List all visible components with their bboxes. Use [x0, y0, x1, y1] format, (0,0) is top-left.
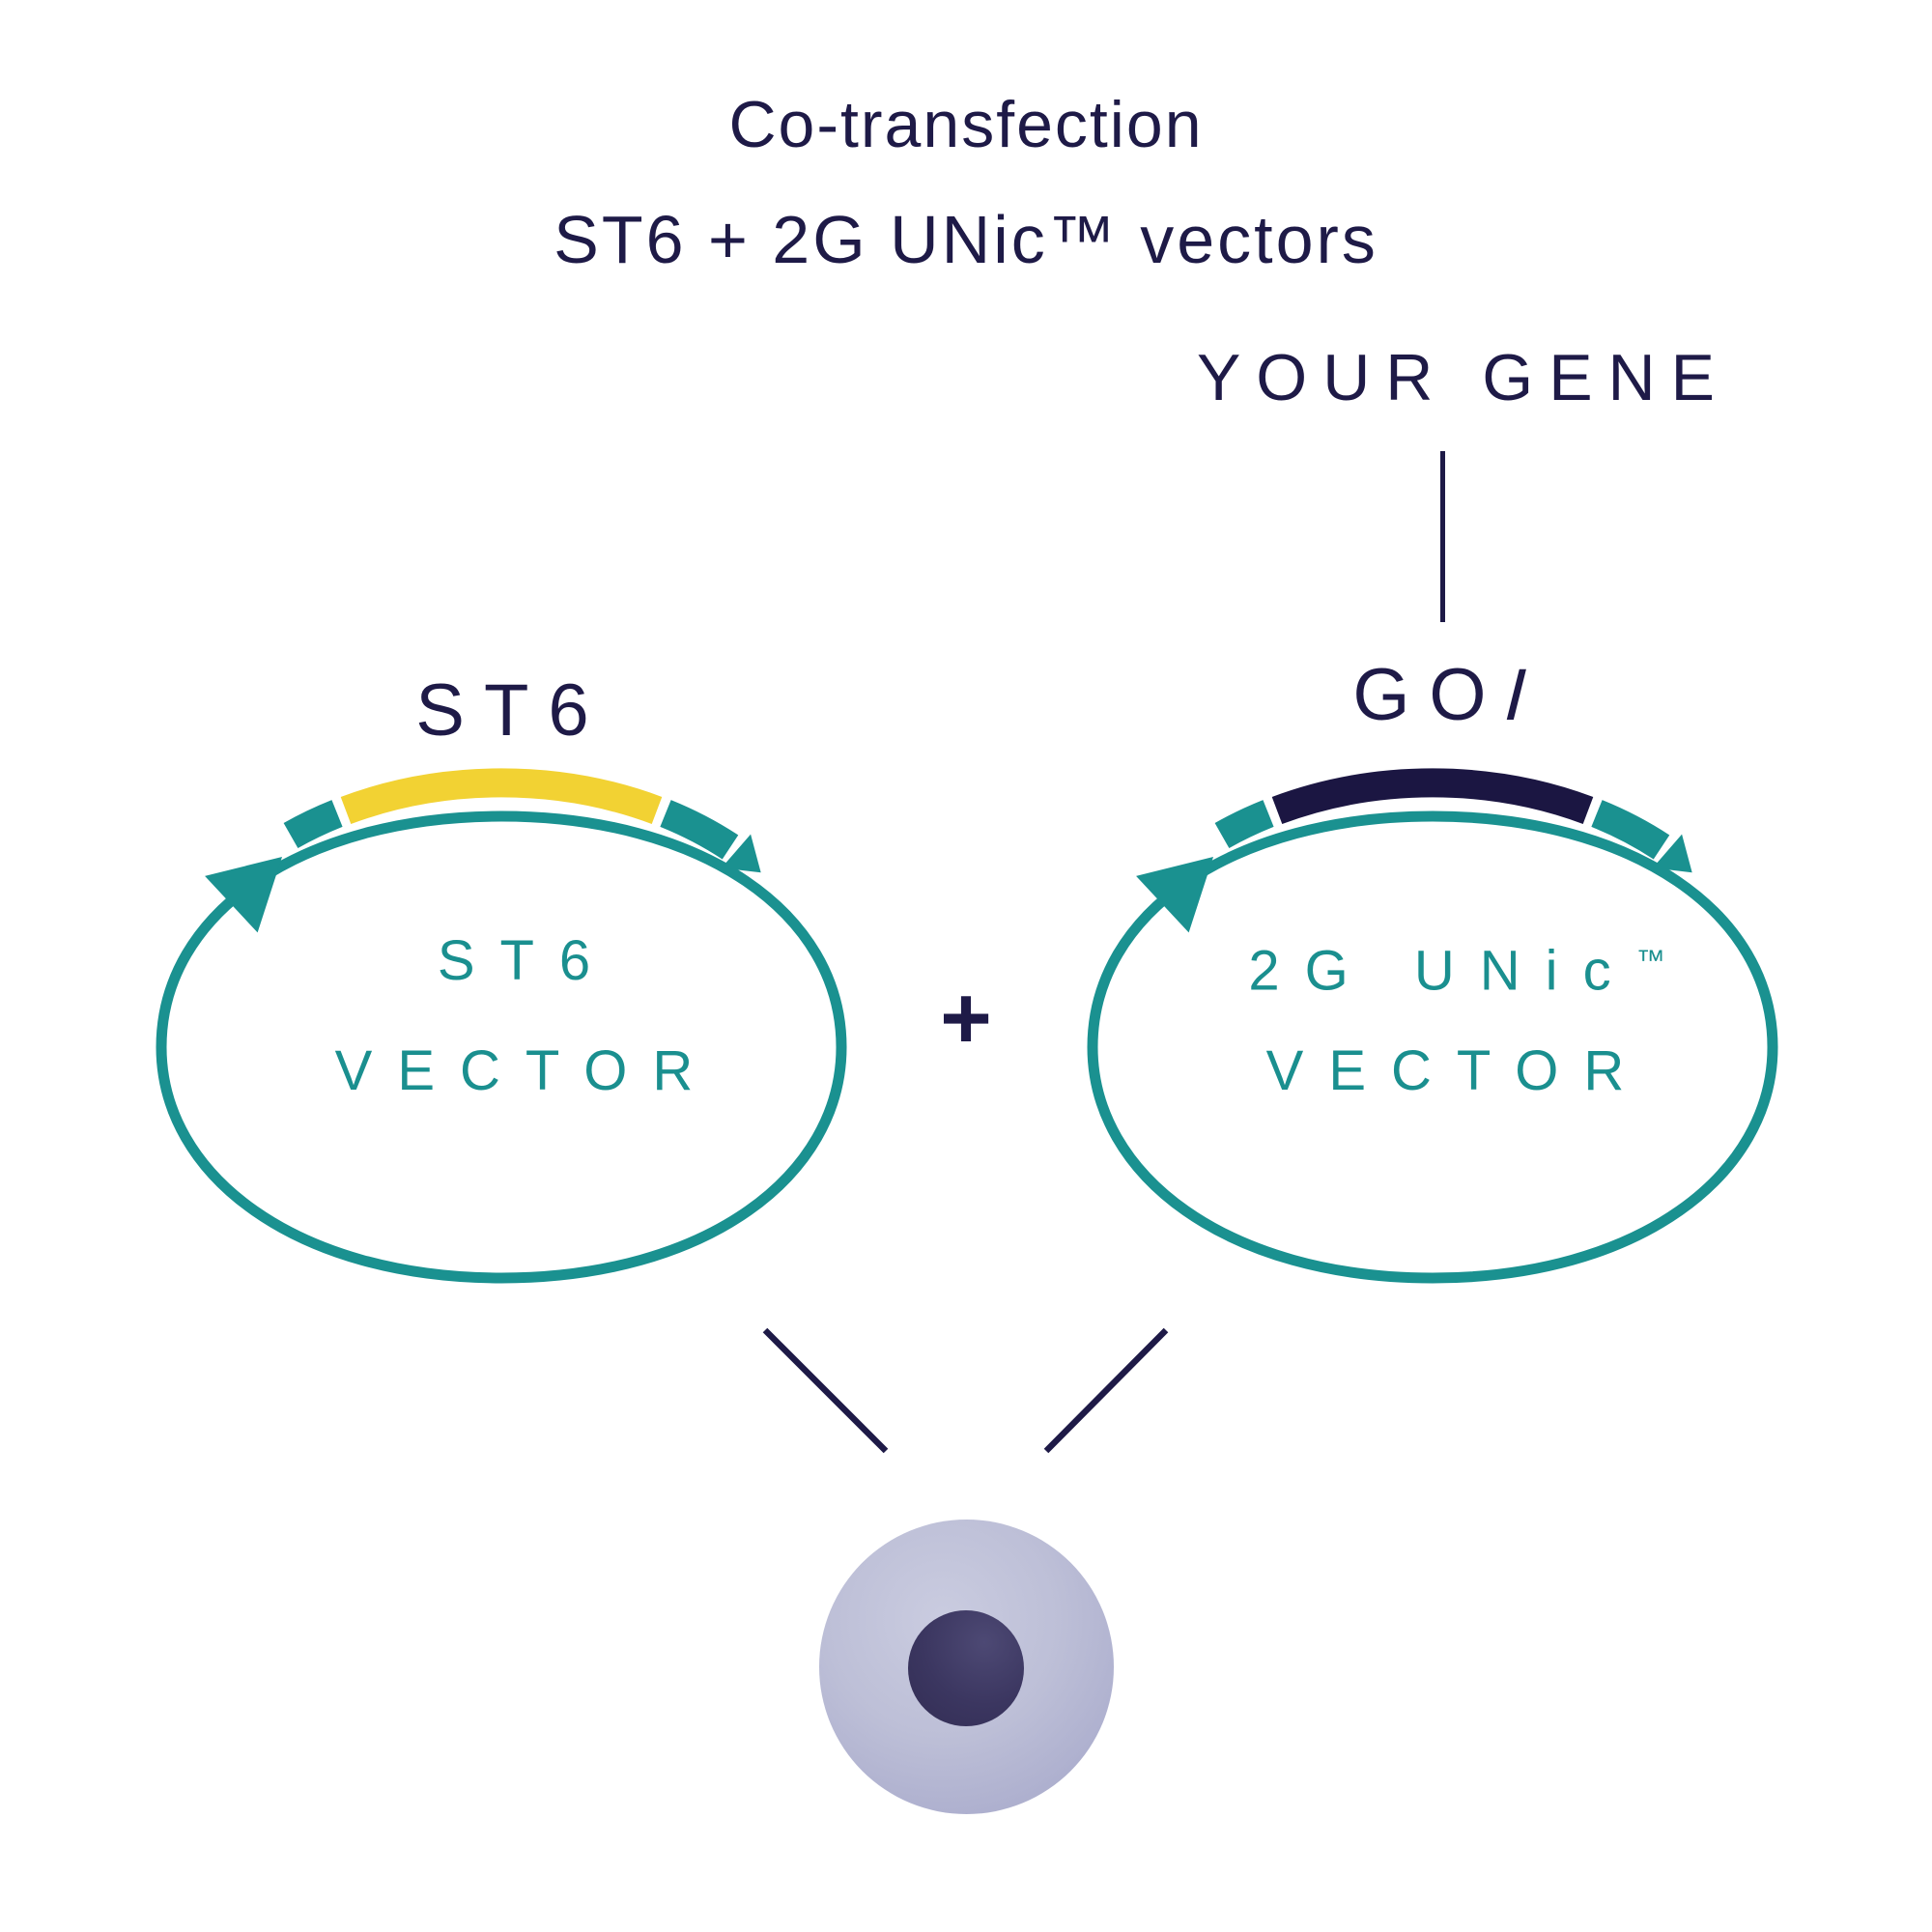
your-gene-connector-line	[1440, 451, 1445, 622]
left-plasmid-backbone-ring	[156, 810, 847, 1284]
right-plasmid-small-arrowhead	[1652, 834, 1692, 873]
your-gene-label: YOUR GENE	[1196, 341, 1731, 414]
right-plasmid-direction-arrowhead	[1136, 857, 1213, 933]
right-plasmid-gene-arc	[1271, 768, 1594, 825]
left-plasmid-gene-label: ST6	[415, 669, 609, 752]
right-plasmid-name-line1: 2G UNic™	[1143, 927, 1747, 1005]
right-plasmid-backbone-ring	[1087, 810, 1778, 1284]
right-plasmid-name-text: 2G UNic	[1248, 939, 1636, 1003]
title-line1: Co-transfection	[728, 88, 1204, 161]
right-transfection-line	[1043, 1327, 1169, 1454]
left-plasmid-name-line1: ST6	[437, 929, 616, 992]
left-plasmid-name-line2: VECTOR	[334, 1039, 719, 1102]
left-plasmid-map	[156, 768, 847, 1284]
left-plasmid-small-arrowhead	[721, 834, 761, 873]
left-transfection-line	[762, 1327, 889, 1454]
right-plasmid-terminator-arc	[1591, 800, 1670, 860]
cell-nucleus	[908, 1610, 1024, 1726]
right-plasmid-promoter-arc	[1214, 800, 1274, 849]
right-plasmid-gene-label: GOI	[1188, 654, 1690, 736]
title-line2: ST6 + 2G UNic™ vectors	[554, 202, 1378, 277]
right-plasmid-map	[1087, 768, 1778, 1284]
left-plasmid-terminator-arc	[660, 800, 739, 860]
trademark-symbol: ™	[1635, 945, 1667, 977]
left-plasmid-promoter-arc	[283, 800, 343, 849]
cell	[819, 1520, 1114, 1814]
transfection-connector-lines	[762, 1327, 1169, 1454]
right-plasmid-name-line2: VECTOR	[1265, 1039, 1650, 1102]
goi-label-main: GO	[1352, 654, 1506, 736]
left-plasmid-gene-arc	[340, 768, 663, 825]
plus-operator: +	[940, 969, 992, 1067]
left-plasmid-direction-arrowhead	[205, 857, 282, 933]
